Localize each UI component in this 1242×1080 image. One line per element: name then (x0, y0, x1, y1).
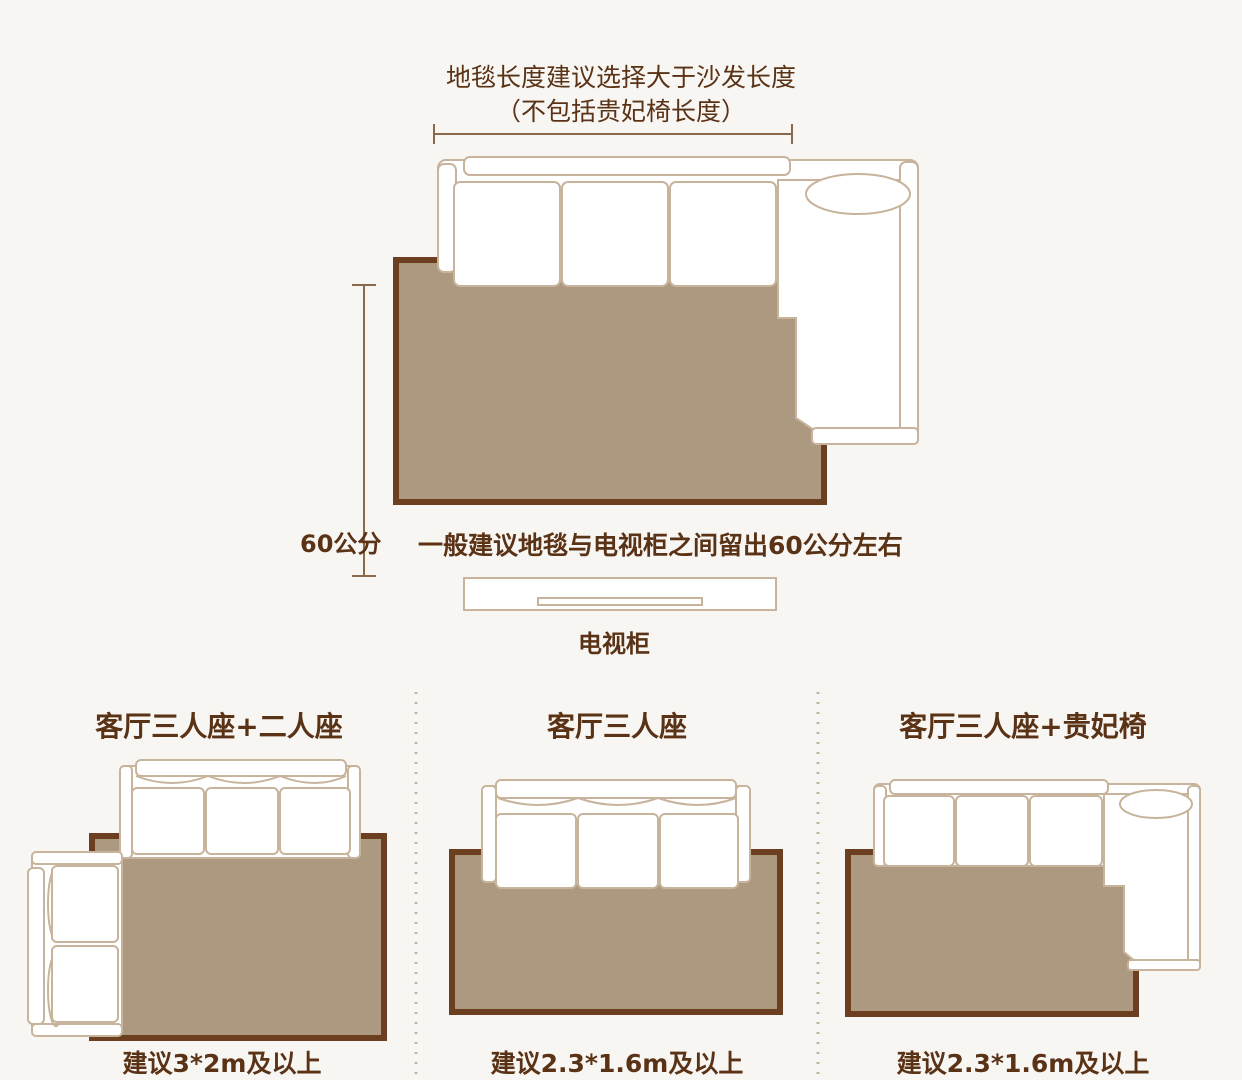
panel-1-rug (89, 833, 387, 1041)
panel-2-three-seat-sofa (481, 779, 751, 889)
panel-1-recommendation: 建议3*2m及以上 (122, 1049, 322, 1078)
rug-length-note: 地毯长度建议选择大于沙发长度 (445, 63, 796, 92)
rug-length-exclusion-note: （不包括贵妃椅长度） (495, 97, 746, 126)
tv-cabinet-label: 电视柜 (578, 630, 650, 658)
panel-3-title: 客厅三人座+贵妃椅 (899, 710, 1147, 743)
distance-note: 一般建议地毯与电视柜之间留出60公分左右 (418, 531, 903, 560)
tv-cabinet (463, 577, 777, 611)
length-dimension-line (433, 124, 793, 144)
main-rug (393, 257, 827, 505)
panel-2-title: 客厅三人座 (546, 710, 687, 743)
panel-3-sectional-sofa (873, 779, 1201, 971)
panel-2-recommendation: 建议2.3*1.6m及以上 (490, 1049, 744, 1078)
panel-1-title: 客厅三人座+二人座 (95, 710, 343, 743)
panel-1-three-seat-sofa (119, 759, 361, 859)
distance-dimension-line (352, 284, 376, 577)
panel-3-rug (845, 849, 1139, 1017)
main-sectional-sofa (437, 156, 919, 445)
panel-3-recommendation: 建议2.3*1.6m及以上 (896, 1049, 1150, 1078)
distance-label: 60公分 (300, 530, 382, 558)
panel-1-two-seat-sofa (27, 851, 123, 1037)
